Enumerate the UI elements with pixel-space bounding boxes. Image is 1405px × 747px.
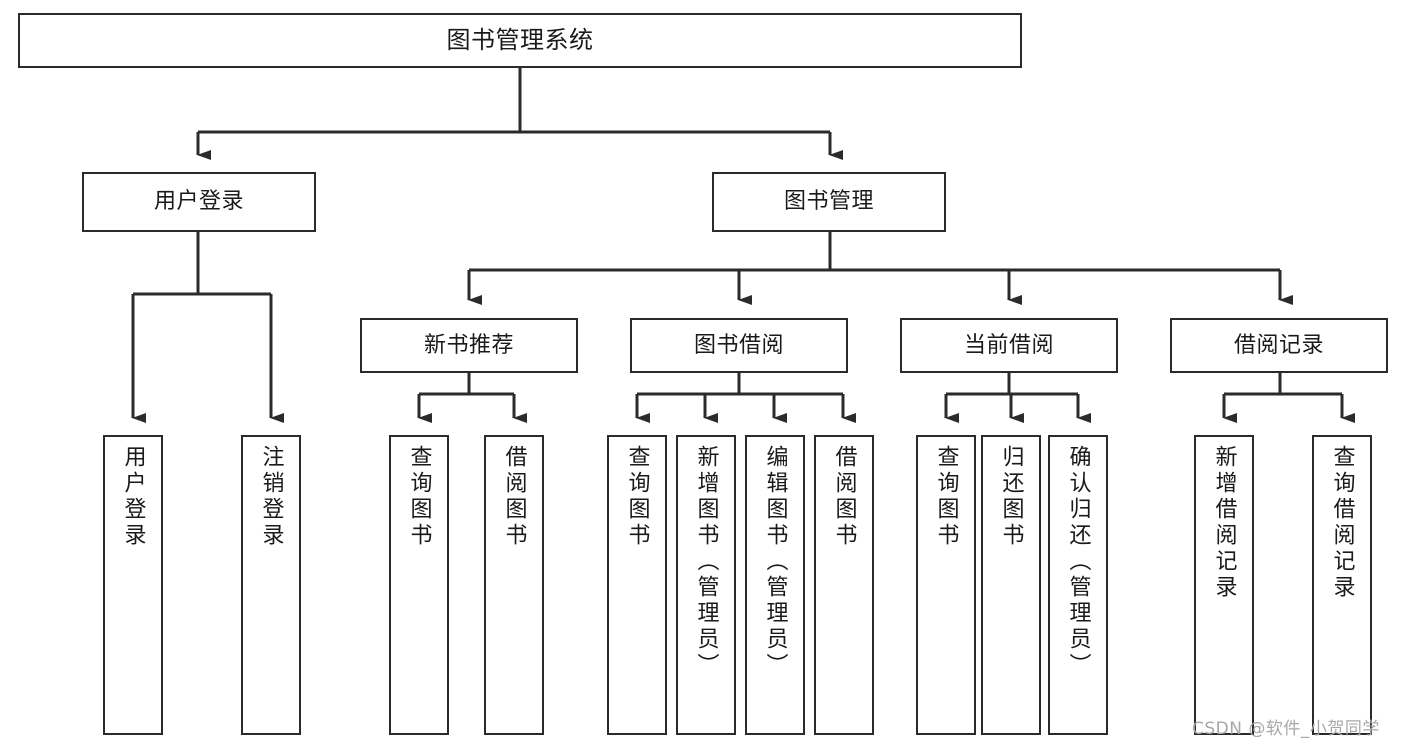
leaf-borrow-query-book-label: 查询图书 <box>624 445 650 549</box>
leaf-new-book-query-label: 查询图书 <box>406 445 432 549</box>
leaf-current-query-book-label: 查询图书 <box>933 445 959 549</box>
node-root[interactable]: 图书管理系统 <box>18 13 1022 68</box>
node-new-book-recommend-label: 新书推荐 <box>423 332 514 358</box>
leaf-borrow-query-book[interactable]: 查询图书 <box>607 435 667 735</box>
leaf-borrow-edit-book[interactable]: 编辑图书（管理员） <box>745 435 805 735</box>
csdn-watermark: CSDN @软件_小贺同学 <box>1192 719 1380 739</box>
node-book-borrow[interactable]: 图书借阅 <box>630 318 848 373</box>
node-new-book-recommend[interactable]: 新书推荐 <box>360 318 578 373</box>
node-borrow-records-label: 借阅记录 <box>1233 332 1324 358</box>
leaf-current-confirm-return[interactable]: 确认归还（管理员） <box>1048 435 1108 735</box>
leaf-current-confirm-return-label: 确认归还（管理员） <box>1065 445 1091 679</box>
leaf-records-query-label: 查询借阅记录 <box>1329 445 1355 601</box>
leaf-borrow-edit-book-label: 编辑图书（管理员） <box>762 445 788 679</box>
leaf-borrow-borrow-book[interactable]: 借阅图书 <box>814 435 874 735</box>
leaf-borrow-add-book[interactable]: 新增图书（管理员） <box>676 435 736 735</box>
leaf-user-login-label: 用户登录 <box>120 445 146 549</box>
node-user-login-label: 用户登录 <box>153 189 244 215</box>
leaf-current-query-book[interactable]: 查询图书 <box>916 435 976 735</box>
leaf-logout-label: 注销登录 <box>258 445 284 549</box>
node-user-login[interactable]: 用户登录 <box>82 172 316 232</box>
leaf-user-login[interactable]: 用户登录 <box>103 435 163 735</box>
leaf-current-return-book-label: 归还图书 <box>998 445 1024 549</box>
node-current-borrow[interactable]: 当前借阅 <box>900 318 1118 373</box>
node-book-borrow-label: 图书借阅 <box>693 332 784 358</box>
leaf-current-return-book[interactable]: 归还图书 <box>981 435 1041 735</box>
leaf-records-add-label: 新增借阅记录 <box>1211 445 1237 601</box>
node-book-management[interactable]: 图书管理 <box>712 172 946 232</box>
node-book-management-label: 图书管理 <box>783 189 874 215</box>
leaf-logout[interactable]: 注销登录 <box>241 435 301 735</box>
leaf-borrow-borrow-book-label: 借阅图书 <box>831 445 857 549</box>
leaf-new-book-borrow[interactable]: 借阅图书 <box>484 435 544 735</box>
leaf-records-add[interactable]: 新增借阅记录 <box>1194 435 1254 735</box>
leaf-new-book-borrow-label: 借阅图书 <box>501 445 527 549</box>
node-borrow-records[interactable]: 借阅记录 <box>1170 318 1388 373</box>
node-root-label: 图书管理系统 <box>446 26 594 55</box>
leaf-records-query[interactable]: 查询借阅记录 <box>1312 435 1372 735</box>
leaf-borrow-add-book-label: 新增图书（管理员） <box>693 445 719 679</box>
leaf-new-book-query[interactable]: 查询图书 <box>389 435 449 735</box>
node-current-borrow-label: 当前借阅 <box>963 332 1054 358</box>
